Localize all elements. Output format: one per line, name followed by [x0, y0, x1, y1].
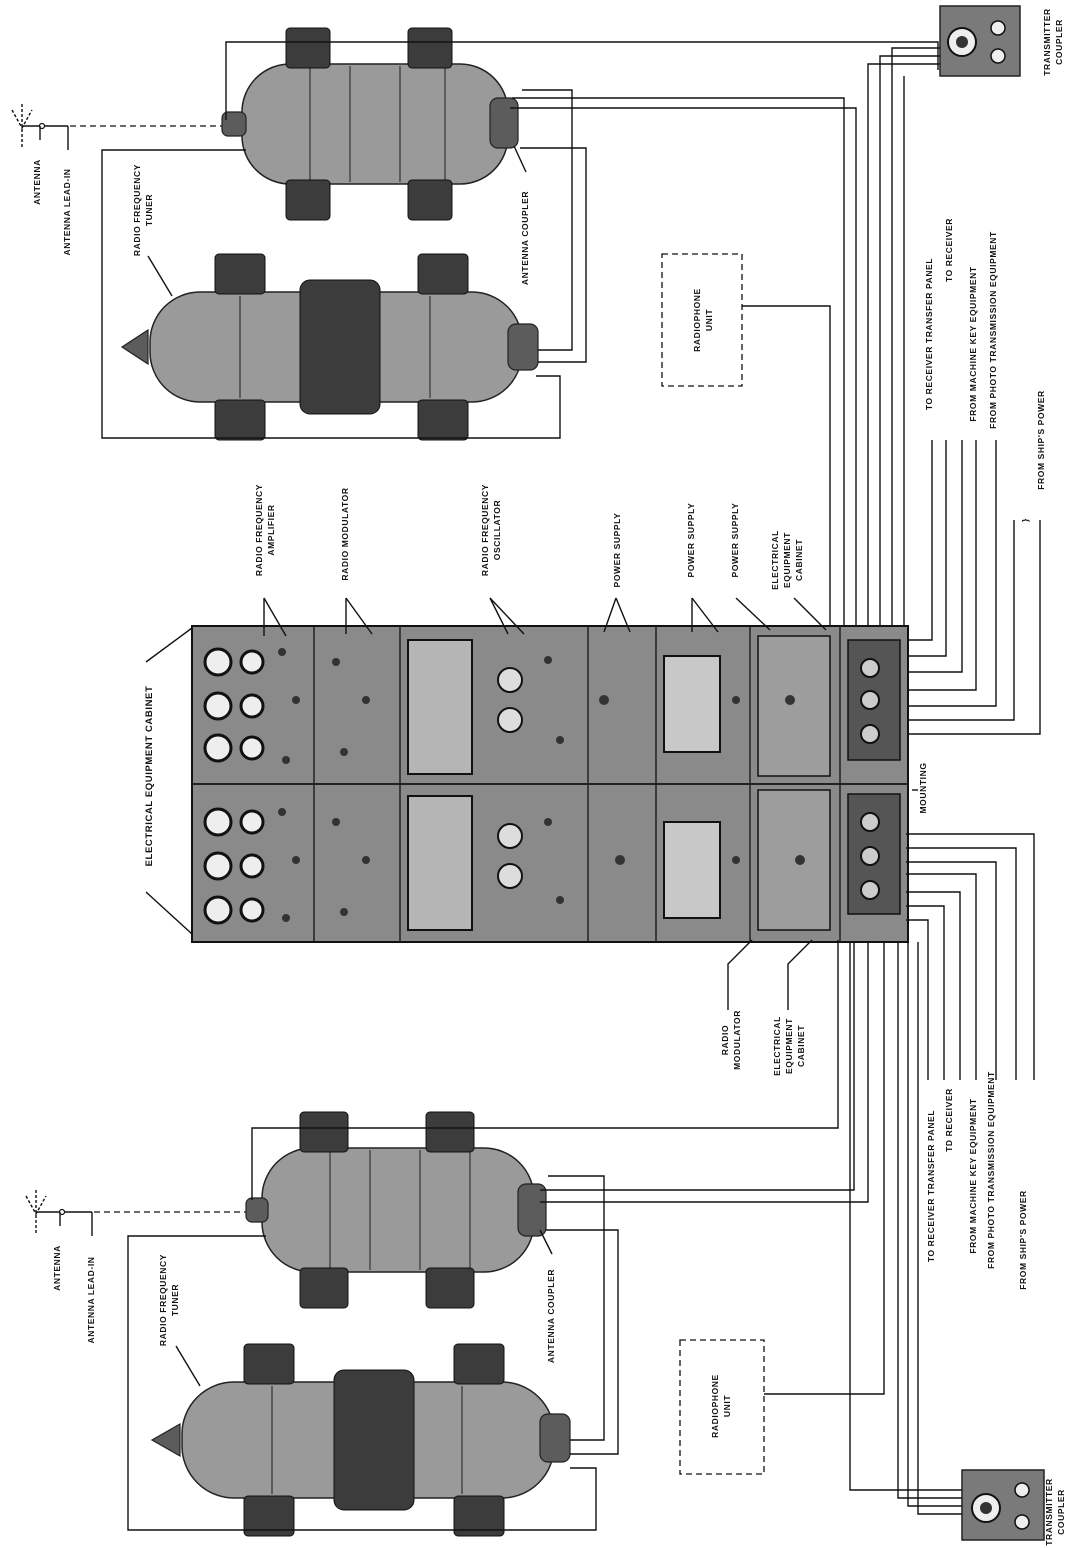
radio-frequency-tuner-bottom: [152, 1344, 570, 1536]
label-antenna-coupler-top: ANTENNA COUPLER: [520, 191, 530, 285]
label-radio-modulator-top: RADIO MODULATOR: [340, 487, 350, 580]
label-from-ships-power-top: FROM SHIP'S POWER: [1036, 390, 1046, 490]
label-rf-amplifier-2: AMPLIFIER: [266, 504, 276, 555]
label-transmitter-coupler-bottom-1: TRANSMITTER: [1044, 1478, 1054, 1546]
label-transmitter-coupler-top-1: TRANSMITTER: [1042, 8, 1052, 76]
label-rf-tuner-bottom-2: TUNER: [170, 1284, 180, 1316]
label-ee-cabinet-top-2: EQUIPMENT: [782, 532, 792, 588]
label-modulator-bottom: MODULATOR: [732, 1010, 742, 1070]
antenna-coupler-top: [222, 28, 518, 220]
label-antenna-lead-in-bottom: ANTENNA LEAD-IN: [86, 1256, 96, 1343]
label-antenna-lead-in-top: ANTENNA LEAD-IN: [62, 168, 72, 255]
transmitter-coupler-bottom: [962, 1470, 1044, 1540]
label-rf-tuner-bottom-1: RADIO FREQUENCY: [158, 1254, 168, 1346]
label-to-receiver-bottom: TD RECEIVER: [944, 1088, 954, 1152]
label-antenna-top: ANTENNA: [32, 159, 42, 205]
antenna-symbol-bottom: [26, 1190, 65, 1234]
label-rf-oscillator-2: OSCILLATOR: [492, 500, 502, 560]
label-radiophone-bottom-2: UNIT: [722, 1395, 732, 1417]
label-electrical-equipment-cabinet-main: ELECTRICAL EQUIPMENT CABINET: [144, 686, 155, 867]
label-antenna-bottom: ANTENNA: [52, 1245, 62, 1291]
label-from-machine-key-top: FROM MACHINE KEY EQUIPMENT: [968, 266, 978, 421]
brace-top: }: [1020, 518, 1030, 522]
radio-frequency-tuner-top: [122, 254, 538, 440]
label-power-supply-2: POWER SUPPLY: [686, 503, 696, 578]
label-radio-bottom: RADIO: [720, 1025, 730, 1055]
label-from-machine-key-bottom: FROM MACHINE KEY EQUIPMENT: [968, 1098, 978, 1253]
label-power-supply-1: POWER SUPPLY: [612, 513, 622, 588]
label-antenna-coupler-bottom: ANTENNA COUPLER: [546, 1269, 556, 1363]
label-power-supply-3: POWER SUPPLY: [730, 503, 740, 578]
label-to-receiver-transfer-panel-top: TO RECEIVER TRANSFER PANEL: [924, 258, 934, 410]
bottom-antenna-assembly: [26, 1190, 252, 1236]
label-ee-cabinet-bottom-2: EQUIPMENT: [784, 1018, 794, 1074]
top-antenna-assembly: [12, 104, 232, 150]
antenna-coupler-bottom: [246, 1112, 546, 1308]
label-from-photo-bottom: FROM PHOTO TRANSMISSION EQUIPMENT: [986, 1071, 996, 1269]
label-rf-amplifier-1: RADIO FREQUENCY: [254, 484, 264, 576]
label-from-ships-power-bottom: FROM SHIP'S POWER: [1018, 1190, 1028, 1290]
electrical-equipment-cabinet: [192, 626, 908, 942]
label-ee-cabinet-top-3: CABINET: [794, 539, 804, 581]
label-radiophone-top-2: UNIT: [704, 309, 714, 331]
label-transmitter-coupler-top-2: COUPLER: [1054, 19, 1064, 65]
label-mounting: MOUNTING: [918, 762, 928, 813]
transmitter-coupler-top: [940, 6, 1020, 76]
label-from-photo-top: FROM PHOTO TRANSMISSION EQUIPMENT: [988, 231, 998, 429]
label-radiophone-top-1: RADIOPHONE: [692, 288, 702, 352]
label-radiophone-bottom-1: RADIOPHONE: [710, 1374, 720, 1438]
label-rf-oscillator-1: RADIO FREQUENCY: [480, 484, 490, 576]
label-ee-cabinet-top-1: ELECTRICAL: [770, 530, 780, 590]
label-transmitter-coupler-bottom-2: COUPLER: [1056, 1489, 1066, 1535]
label-rf-tuner-top-1: RADIO FREQUENCY: [132, 164, 142, 256]
label-ee-cabinet-bottom-1: ELECTRICAL: [772, 1016, 782, 1076]
label-ee-cabinet-bottom-3: CABINET: [796, 1025, 806, 1067]
label-to-receiver-top: TO RECEIVER: [944, 218, 954, 282]
label-rf-tuner-top-2: TUNER: [144, 194, 154, 226]
label-to-receiver-transfer-panel-bottom: TO RECEIVER TRANSFER PANEL: [926, 1110, 936, 1262]
